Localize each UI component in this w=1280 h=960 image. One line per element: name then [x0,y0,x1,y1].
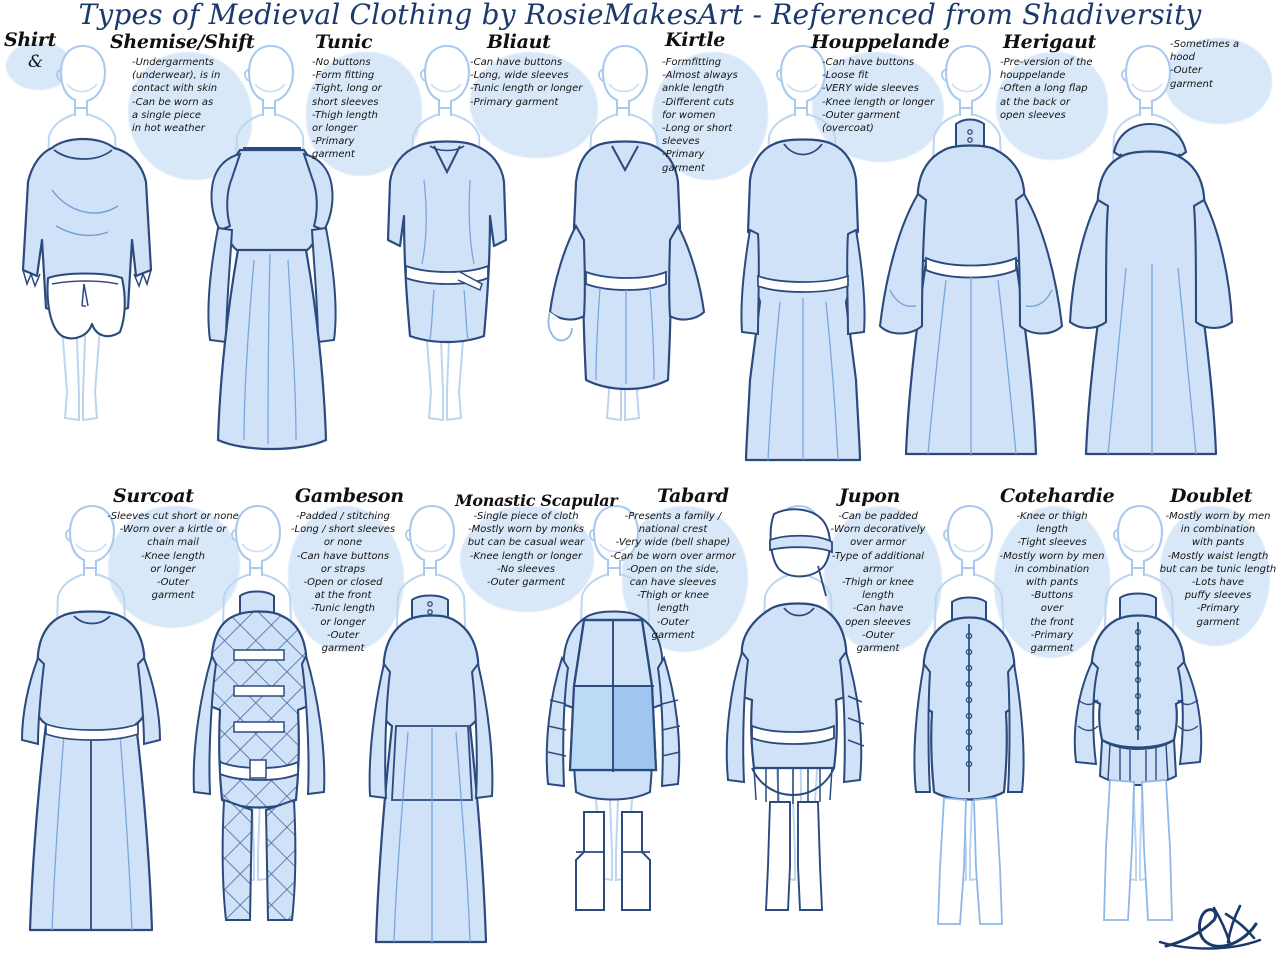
figure-shemise [196,40,346,460]
figure-bliaut [540,40,710,460]
notes-monastic-scapular: -Single piece of cloth -Mostly worn by m… [467,511,585,589]
notes-doublet: -Mostly worn by men in combination with … [1159,511,1277,628]
notes-hood-outer: -Sometimes a hood -Outer garment [1170,39,1240,90]
figure-surcoat [10,500,180,950]
notes-shemise: -Undergarments (underwear), is in contac… [132,57,221,135]
figure-cotehardie [890,500,1050,960]
figure-monastic-scapular [352,500,512,960]
text-blob [1164,38,1272,124]
notes-kirtle: -Formfitting -Almost always ankle length… [662,57,738,174]
notes-houppelande: -Can have buttons -Loose fit -VERY wide … [822,57,935,135]
text-blob [108,506,240,628]
label-jupon: Jupon [839,485,901,507]
label-kirtle: Kirtle [665,29,726,51]
figure-doublet [1058,500,1223,960]
figure-houppelande [876,40,1066,460]
figure-tabard [530,500,705,960]
page-title: Types of Medieval Clothing by RosieMakes… [78,0,1202,31]
label-gambeson: Gambeson [295,485,404,507]
artist-signature [1158,904,1262,950]
text-blob [994,506,1110,658]
notes-tabard: -Presents a family / national crest -Ver… [610,511,736,641]
figure-gambeson [178,500,343,950]
text-blob [812,52,944,162]
text-blob [1160,506,1270,646]
text-blob [470,52,598,158]
label-cotehardie: Cotehardie [1000,485,1115,507]
figure-shirt-shemise [8,40,158,460]
text-blob [652,52,768,180]
text-blob [996,52,1108,160]
label-herigaut: Herigaut [1003,31,1097,53]
notes-tunic: -No buttons -Form fitting -Tight, long o… [312,57,382,161]
notes-cotehardie: -Knee or thigh length -Tight sleeves -Mo… [999,511,1105,655]
label-houppelande: Houppelande [811,31,950,53]
notes-surcoat: -Sleeves cut short or none -Worn over a … [107,511,239,602]
figure-kirtle [728,40,878,462]
notes-bliaut: -Can have buttons -Long, wide sleeves -T… [470,57,583,108]
label-tunic: Tunic [315,31,373,53]
label-shemise: Shemise/Shift [110,31,255,53]
label-shirt-ampersand: & [28,52,44,72]
notes-gambeson: -Padded / stitching -Long / short sleeve… [290,511,396,655]
label-shirt: Shirt [4,29,57,51]
figure-herigaut [1060,40,1250,460]
label-tabard: Tabard [657,485,729,507]
figure-tunic [372,40,522,460]
label-surcoat: Surcoat [113,485,194,507]
text-blob [288,506,404,652]
figure-jupon [714,500,889,960]
label-doublet: Doublet [1170,485,1253,507]
text-blob [460,506,594,612]
label-bliaut: Bliaut [487,31,551,53]
notes-jupon: -Can be padded -Worn decoratively over a… [830,511,926,655]
label-monastic-scapular: Monastic Scapular [455,491,618,510]
text-blob [824,506,942,652]
notes-herigaut: -Pre-version of the houppelande -Often a… [1000,57,1093,121]
